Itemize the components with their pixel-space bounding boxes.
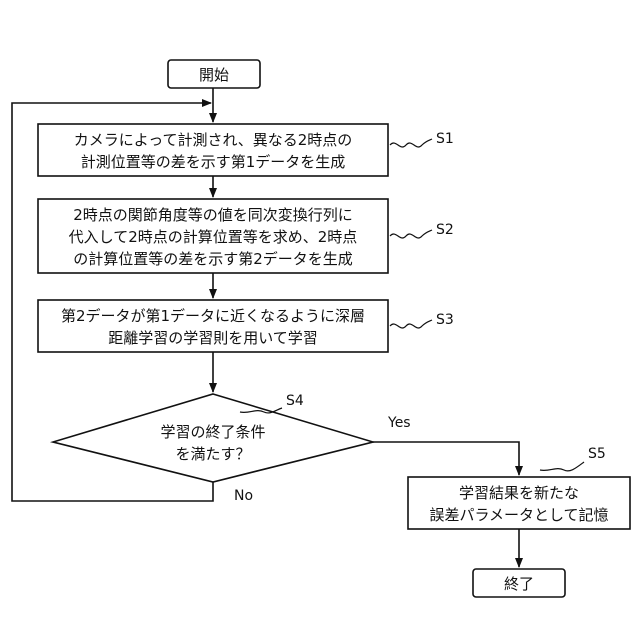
- s3-leader: [390, 320, 432, 328]
- s1-step-label: S1: [436, 131, 454, 147]
- s3-step-label: S3: [436, 312, 454, 328]
- s5-leader: [540, 462, 584, 471]
- s2-leader: [390, 230, 432, 238]
- s2-line-3: の計算位置等の差を示す第2データを生成: [73, 250, 353, 268]
- s4-line-1: 学習の終了条件: [160, 423, 265, 441]
- s2-step-label: S2: [436, 222, 454, 238]
- s3-line-2: 距離学習の学習則を用いて学習: [108, 329, 318, 347]
- start-label: 開始: [199, 66, 229, 84]
- s1-line-1: カメラによって計測され、異なる2時点の: [74, 131, 353, 149]
- yes-label: Yes: [387, 415, 411, 431]
- step-s1: カメラによって計測され、異なる2時点の 計測位置等の差を示す第1データを生成: [38, 124, 388, 176]
- step-s3: 第2データが第1データに近くなるように深層 距離学習の学習則を用いて学習: [38, 300, 388, 352]
- s2-line-1: 2時点の関節角度等の値を同次変換行列に: [73, 206, 353, 224]
- s5-line-1: 学習結果を新たな: [459, 484, 579, 502]
- s5-step-label: S5: [588, 446, 606, 462]
- arrow-s4-yes-to-s5: [373, 442, 519, 475]
- step-s2: 2時点の関節角度等の値を同次変換行列に 代入して2時点の計算位置等を求め、2時点…: [38, 199, 388, 273]
- s2-line-2: 代入して2時点の計算位置等を求め、2時点: [69, 228, 358, 246]
- start-node: 開始: [168, 60, 260, 88]
- step-s5: 学習結果を新たな 誤差パラメータとして記憶: [408, 477, 630, 529]
- end-label: 終了: [504, 575, 534, 593]
- s5-line-2: 誤差パラメータとして記憶: [429, 506, 608, 524]
- end-node: 終了: [473, 569, 565, 597]
- s4-line-2: を満たす？: [175, 445, 250, 463]
- step-s4-decision: 学習の終了条件 を満たす？: [53, 394, 373, 482]
- s3-line-1: 第2データが第1データに近くなるように深層: [61, 307, 365, 325]
- no-label: No: [234, 488, 253, 504]
- s1-line-2: 計測位置等の差を示す第1データを生成: [81, 153, 346, 171]
- s4-step-label: S4: [286, 393, 304, 409]
- s1-leader: [390, 139, 432, 147]
